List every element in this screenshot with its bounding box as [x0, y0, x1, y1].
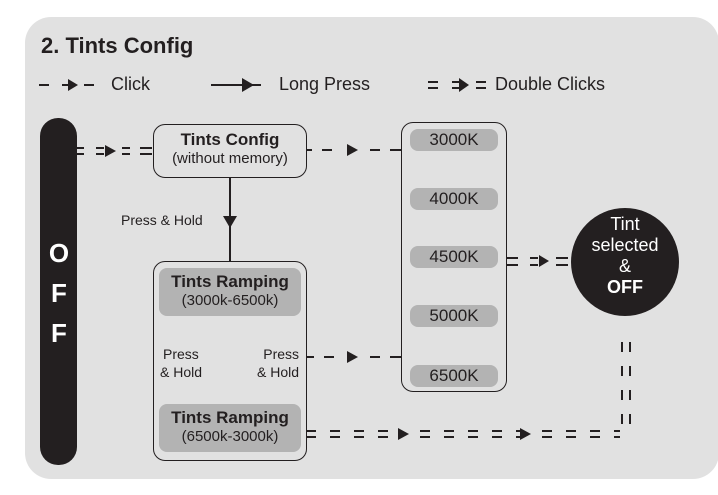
ramp-press-hold-right: Press & Hold	[257, 345, 299, 381]
legend-click-arrow-icon	[68, 79, 78, 91]
off-to-config-connector	[76, 145, 152, 157]
page-title: 2. Tints Config	[41, 33, 194, 58]
legend-double-clicks-label: Double Clicks	[495, 74, 606, 94]
press-hold-label: Press & Hold	[121, 212, 203, 228]
tint-4000k: 4000K	[410, 188, 498, 210]
config-to-tints-connector	[306, 144, 401, 156]
hold-label: & Hold	[257, 364, 300, 380]
ramping-to-tints-connector	[306, 351, 401, 363]
legend-long-press-label: Long Press	[279, 74, 371, 94]
legend-click-label: Click	[111, 74, 150, 94]
end-state-circle	[571, 208, 679, 316]
ramping-down-range: (6500k-3000k)	[181, 428, 279, 445]
ramping-up-title: Tints Ramping	[171, 272, 289, 291]
tints-to-end-connector	[506, 255, 568, 267]
ramp-press-hold-left: Press & Hold	[160, 345, 202, 381]
tints-config-subtitle: (without memory)	[172, 150, 288, 167]
off-letter: F	[51, 278, 67, 308]
press-hold-arrow-icon	[223, 216, 237, 228]
tints-config-node: Tints Config (without memory)	[153, 124, 307, 178]
off-label: O F F	[48, 233, 70, 353]
ramping-down-node: Tints Ramping (6500k-3000k)	[159, 404, 301, 452]
legend-double-line	[428, 78, 486, 92]
off-bar	[40, 118, 77, 465]
ramping-up-node: Tints Ramping (3000k-6500k)	[159, 268, 301, 316]
off-letter: O	[48, 238, 70, 268]
tint-6500k: 6500K	[410, 365, 498, 387]
ramping-down-title: Tints Ramping	[171, 408, 289, 427]
end-state-line: Tint	[610, 214, 640, 234]
end-state-line: &	[618, 256, 631, 276]
ramping-to-end-connector	[306, 342, 631, 440]
ramping-up-range: (3000k-6500k)	[181, 292, 279, 309]
tint-3000k: 3000K	[410, 129, 498, 151]
hold-label: & Hold	[160, 364, 203, 380]
legend-long-press-arrow-icon	[242, 78, 254, 92]
off-letter: F	[51, 318, 67, 348]
tint-4500k: 4500K	[410, 246, 498, 268]
end-state-line: selected	[591, 235, 659, 255]
press-label: Press	[263, 346, 300, 362]
tint-5000k: 5000K	[410, 305, 498, 327]
tints-config-title: Tints Config	[180, 130, 280, 149]
end-state-off: OFF	[607, 277, 643, 297]
press-label: Press	[163, 346, 199, 362]
end-state-label: Tint selected & OFF	[571, 214, 679, 298]
